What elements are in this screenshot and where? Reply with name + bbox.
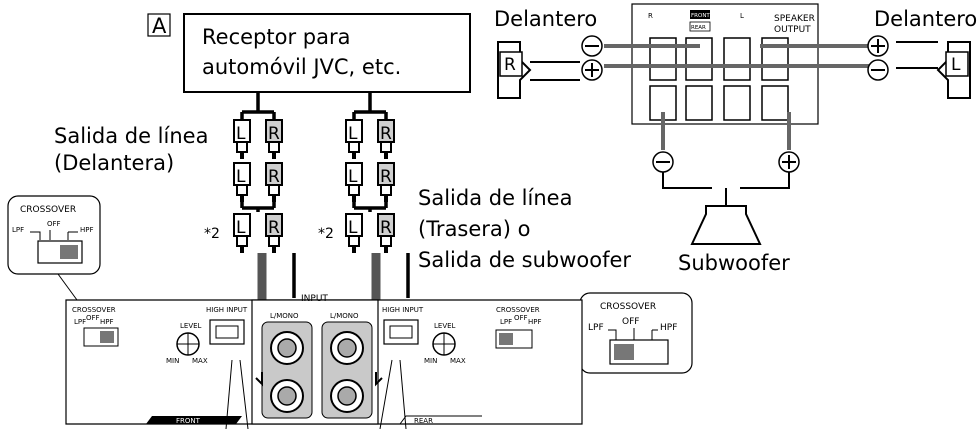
front-plug-mid-r: R xyxy=(268,167,280,187)
panel-l-mono-right: L/MONO xyxy=(330,312,359,320)
polarity-signs xyxy=(585,39,885,77)
speaker-right-letter: L xyxy=(951,55,961,75)
panel-crossover-right: CROSSOVER xyxy=(496,306,540,314)
svg-text:MIN: MIN xyxy=(424,357,437,365)
subwoofer-wire-run xyxy=(661,112,791,150)
panel-input-label: INPUT xyxy=(301,294,328,304)
panel-l-mono-left: L/MONO xyxy=(270,312,299,320)
rear-plug-mid-l: L xyxy=(348,167,358,187)
front-note-mark: *2 xyxy=(204,226,220,242)
svg-text:HPF: HPF xyxy=(100,318,114,326)
svg-text:MAX: MAX xyxy=(450,357,466,365)
panel-level-right: LEVEL xyxy=(434,322,456,330)
crossover-callout-left: CROSSOVER LPF OFF HPF xyxy=(7,195,101,275)
front-plug-top-r: R xyxy=(268,124,280,144)
box-letter: A xyxy=(152,14,167,38)
svg-text:L: L xyxy=(740,12,744,20)
rear-line-out-line1: Salida de línea xyxy=(418,186,572,210)
svg-text:MAX: MAX xyxy=(192,357,208,365)
svg-text:CROSSOVER: CROSSOVER xyxy=(600,302,656,312)
panel-front-tag: FRONT xyxy=(176,417,201,425)
front-y-cable xyxy=(240,202,276,212)
polarity-symbols xyxy=(581,35,889,81)
svg-text:OFF: OFF xyxy=(47,220,61,228)
front-plug-top-l: L xyxy=(236,124,246,144)
box-letter-frame xyxy=(147,13,171,37)
cable-right-ends xyxy=(292,253,410,298)
rear-y-cable xyxy=(352,202,388,212)
rear-plug-mid-r: R xyxy=(380,167,392,187)
svg-text:HPF: HPF xyxy=(528,318,542,326)
subwoofer-label: Subwoofer xyxy=(678,251,790,275)
rear-plug-bottom-r: R xyxy=(380,218,392,238)
front-out-cable xyxy=(240,92,276,120)
front-line-out-line2: (Delantera) xyxy=(54,151,174,175)
panel-level-left: LEVEL xyxy=(180,322,202,330)
speaker-left-letter: R xyxy=(504,55,516,75)
rear-note-mark: *2 xyxy=(318,226,334,242)
svg-text:LPF: LPF xyxy=(12,226,24,234)
svg-text:OFF: OFF xyxy=(86,314,100,322)
rear-tag: REAR xyxy=(691,25,706,31)
svg-text:OFF: OFF xyxy=(514,314,528,322)
front-tag: FRONT xyxy=(691,13,710,19)
crossover-callout-right: CROSSOVER LPF OFF HPF xyxy=(579,292,693,374)
speaker-output-line1: SPEAKER xyxy=(774,14,815,24)
right-speaker-wire-run xyxy=(680,44,880,68)
speaker-left xyxy=(497,41,532,99)
speaker-output-line2: OUTPUT xyxy=(774,25,811,35)
speaker-right-wires xyxy=(896,41,938,69)
subwoofer-cable xyxy=(662,172,790,206)
svg-text:HPF: HPF xyxy=(660,323,677,333)
svg-text:OFF: OFF xyxy=(622,317,639,327)
receiver-line2: automóvil JVC, etc. xyxy=(202,55,401,79)
callout-left-title: CROSSOVER xyxy=(20,205,76,215)
svg-text:R: R xyxy=(648,12,653,20)
front-speaker-left-label: Delantero xyxy=(494,7,597,31)
rear-plug-top-l: L xyxy=(348,124,358,144)
svg-text:LPF: LPF xyxy=(500,318,512,326)
rear-line-out-line3: Salida de subwoofer xyxy=(418,248,631,272)
speaker-right xyxy=(936,41,971,99)
front-plug-mid-l: L xyxy=(236,167,246,187)
input-arrows xyxy=(255,372,383,387)
rear-out-cable xyxy=(352,92,388,120)
rear-plug-top-r: R xyxy=(380,124,392,144)
svg-text:HPF: HPF xyxy=(80,226,94,234)
subwoofer-polarity xyxy=(652,151,800,173)
panel-high-input-right: HIGH INPUT xyxy=(382,306,424,314)
panel-high-input-left: HIGH INPUT xyxy=(206,306,248,314)
svg-text:LPF: LPF xyxy=(74,318,86,326)
receiver-line1: Receptor para xyxy=(202,25,350,49)
panel-rear-tag: REAR xyxy=(414,417,433,425)
subwoofer-icon xyxy=(690,205,762,245)
front-speaker-right-label: Delantero xyxy=(874,7,977,31)
speaker-left-wires xyxy=(530,61,580,81)
front-line-out-line1: Salida de línea xyxy=(54,124,208,148)
panel-crossover-left: CROSSOVER xyxy=(72,306,116,314)
svg-text:MIN: MIN xyxy=(166,357,179,365)
rear-plug-bottom-l: L xyxy=(348,218,358,238)
svg-text:LPF: LPF xyxy=(588,323,604,333)
front-plug-bottom-r: R xyxy=(268,218,280,238)
receiver-box xyxy=(183,13,471,93)
rear-line-out-line2: (Trasera) o xyxy=(418,217,531,241)
panel-leader-lines xyxy=(225,359,407,429)
front-plug-bottom-l: L xyxy=(236,218,246,238)
amp-panel: INPUT CROSSOVER LPF OFF HPF LEVEL MIN MA… xyxy=(65,294,583,425)
